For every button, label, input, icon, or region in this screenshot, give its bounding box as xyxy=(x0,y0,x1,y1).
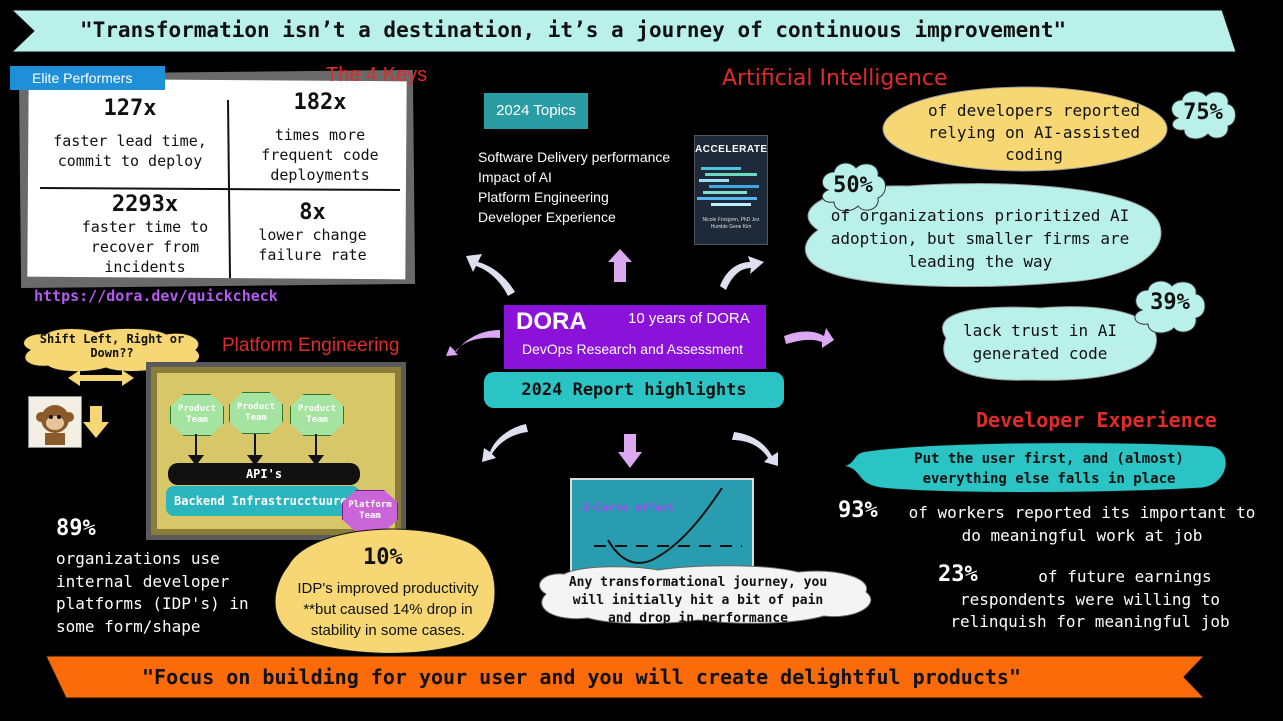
jcurve-line xyxy=(594,487,742,564)
report-highlights: 2024 Report highlights xyxy=(484,372,784,408)
topics-badge: 2024 Topics xyxy=(484,93,588,129)
ai-stat3-value: 39% xyxy=(1150,290,1190,315)
four-keys-title: The 4 Keys xyxy=(326,64,428,86)
key-change-failure: 8x lower change failure rate xyxy=(258,200,367,264)
ai-stat1-value: 75% xyxy=(1183,100,1223,125)
dora-title: DORA xyxy=(516,308,587,335)
devex-quote-bubble xyxy=(842,442,1227,493)
ai-stat3-bubble xyxy=(942,306,1157,381)
jcurve-caption: Any transformational journey, you will i… xyxy=(568,575,828,626)
team-arrows xyxy=(188,434,324,466)
ai-stat1-bubble xyxy=(882,86,1168,172)
dora-box: DORA 10 years of DORA DevOps Research an… xyxy=(504,305,766,369)
shift-text: Shift Left, Right or Down?? xyxy=(39,332,185,360)
product-team-1: Product Team xyxy=(170,394,224,436)
double-arrow-icon xyxy=(68,370,134,386)
apis-bar: API's xyxy=(168,463,360,485)
devex-quote: Put the user first, and (almost) everyth… xyxy=(914,451,1184,487)
product-team-3: Product Team xyxy=(290,394,344,436)
backend-bar: Backend Infrastrucctuure xyxy=(166,486,360,516)
top-banner: "Transformation isn’t a destination, it’… xyxy=(12,8,1238,54)
devex-stat1-value: 93% xyxy=(838,498,878,523)
ai-stat2-cloud xyxy=(821,162,886,212)
jcurve-cloud xyxy=(539,565,872,625)
devex-stat2-text: of future earnings respondents were will… xyxy=(950,567,1230,631)
devex-stat2-value: 23% xyxy=(938,562,978,587)
ai-stat2-text: of organizations prioritized AI adoption… xyxy=(830,206,1130,271)
platform-stat-value: 89% xyxy=(56,516,96,541)
devex-stat1-text: of workers reported its important to do … xyxy=(908,503,1256,545)
platform-title: Platform Engineering xyxy=(222,335,400,356)
idp-bubble xyxy=(274,528,496,654)
topic-item: Platform Engineering xyxy=(478,189,609,205)
ai-stat1-text: of developers reported relying on AI-ass… xyxy=(928,101,1140,164)
shift-cloud xyxy=(23,327,200,373)
down-arrow-icon xyxy=(83,406,109,438)
bottom-banner: "Focus on building for your user and you… xyxy=(46,654,1206,700)
ai-stat1-cloud xyxy=(1171,90,1236,140)
ai-title: Artificial Intelligence xyxy=(722,66,948,91)
idp-text: IDP's improved productivity **but caused… xyxy=(297,580,479,639)
key-recovery-time: 2293x faster time to recover from incide… xyxy=(81,192,209,276)
topic-item: Impact of AI xyxy=(478,169,552,185)
key-lead-time: 127x faster lead time, commit to deploy xyxy=(53,96,207,170)
bottom-banner-text: "Focus on building for your user and you… xyxy=(142,665,1021,689)
ai-stat3-text: lack trust in AI generated code xyxy=(962,321,1118,363)
topic-item: Developer Experience xyxy=(478,209,616,225)
dora-years: 10 years of DORA xyxy=(628,310,750,327)
ai-stat3-cloud xyxy=(1134,280,1206,334)
key-deploy-frequency: 182x times more frequent code deployment… xyxy=(261,90,379,184)
platform-stat-text: organizations use internal developer pla… xyxy=(56,549,249,636)
ai-stat2-value: 50% xyxy=(833,173,873,198)
quickcheck-link[interactable]: https://dora.dev/quickcheck xyxy=(34,287,278,305)
four-keys-card: 127x faster lead time, commit to deploy … xyxy=(18,69,416,289)
idp-value: 10% xyxy=(363,545,403,570)
topics-list: Software Delivery performance Impact of … xyxy=(478,147,670,227)
dora-full-name: DevOps Research and Assessment xyxy=(522,341,743,357)
jcurve-label: J-Curve effect xyxy=(582,501,675,514)
topic-item: Software Delivery performance xyxy=(478,149,671,165)
top-banner-text: "Transformation isn’t a destination, it’… xyxy=(80,18,1067,42)
product-team-2: Product Team xyxy=(229,392,283,434)
monkey-icon xyxy=(28,396,82,448)
accelerate-book: ACCELERATE Nicole Forsgren, PhD Jez Humb… xyxy=(694,135,768,245)
ai-stat2-bubble xyxy=(804,183,1162,288)
elite-performers-badge: Elite Performers xyxy=(10,66,165,90)
devex-title: Developer Experience xyxy=(976,408,1217,432)
